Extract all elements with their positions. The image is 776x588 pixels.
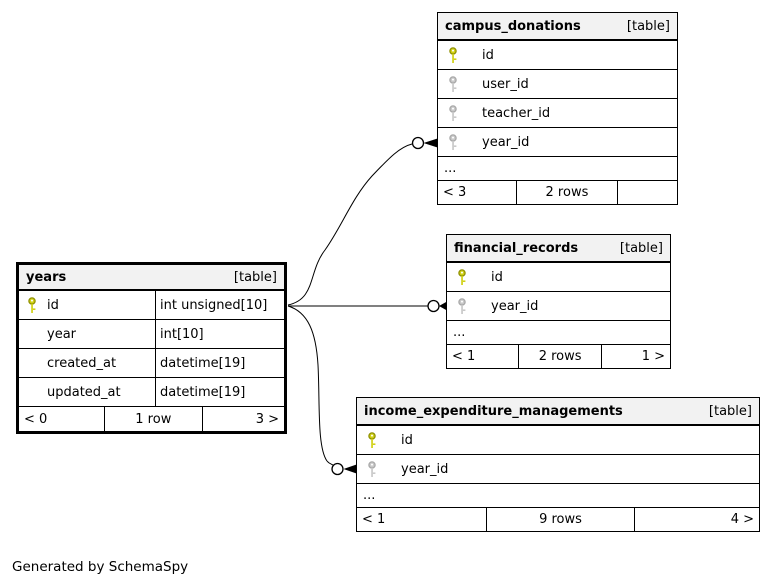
column-type: int unsigned[10] <box>155 291 284 319</box>
zero-or-one-circle <box>411 136 425 150</box>
table-name[interactable]: campus_donations <box>445 18 581 34</box>
column-row-created_at: created_at datetime[19] <box>19 349 284 378</box>
footer-parents-count: < 1 <box>452 349 476 364</box>
footer-children-count: 4 > <box>634 508 759 531</box>
table-income_expenditure_managements[interactable]: income_expenditure_managements [table] i… <box>356 397 760 532</box>
table-name[interactable]: financial_records <box>454 240 579 256</box>
footer-children-count <box>617 181 677 204</box>
foreign-key-icon <box>449 133 457 150</box>
column-name: user_id <box>482 76 529 92</box>
column-name: updated_at <box>47 384 121 400</box>
primary-key-icon <box>368 431 376 448</box>
footer-children-count: 1 > <box>600 345 670 368</box>
relationship-years-campus_donations <box>287 136 438 306</box>
column-name: id <box>491 269 503 285</box>
table-years[interactable]: years [table] id int unsigned[10] year i… <box>16 262 287 434</box>
relationship-years-financial_records <box>288 299 447 313</box>
table-campus_donations[interactable]: campus_donations [table] id user_id teac… <box>437 12 678 205</box>
table-footer: < 1 9 rows 4 > <box>357 508 759 531</box>
column-name: year_id <box>401 461 449 477</box>
column-type: int[10] <box>155 320 284 348</box>
relationship-years-income_expenditure_managements <box>287 305 357 476</box>
column-row-year_id: year_id <box>447 292 670 321</box>
column-name: id <box>47 297 59 313</box>
table-header: income_expenditure_managements [table] <box>357 398 759 426</box>
column-name: year_id <box>491 298 539 314</box>
column-name: year_id <box>482 134 530 150</box>
column-name: created_at <box>47 355 117 371</box>
table-header: years [table] <box>19 265 284 291</box>
table-name[interactable]: income_expenditure_managements <box>364 403 623 419</box>
hidden-columns-ellipsis: ... <box>447 321 670 345</box>
generator-note: Generated by SchemaSpy <box>12 559 189 575</box>
column-type: datetime[19] <box>155 349 284 377</box>
column-row-year_id: year_id <box>438 128 677 157</box>
column-row-id: id int unsigned[10] <box>19 291 284 320</box>
primary-key-icon <box>28 296 36 313</box>
column-row-user_id: user_id <box>438 70 677 99</box>
table-footer: < 1 2 rows 1 > <box>447 345 670 368</box>
footer-row-count: 1 row <box>103 407 202 431</box>
arrowhead <box>423 138 438 148</box>
footer-parents-count: < 0 <box>24 411 48 427</box>
hidden-columns-ellipsis: ... <box>357 484 759 508</box>
foreign-key-icon <box>449 75 457 92</box>
table-type-badge: [table] <box>626 18 670 34</box>
footer-row-count: 2 rows <box>515 181 618 204</box>
footer-parents-count: < 1 <box>362 512 386 527</box>
table-footer: < 3 2 rows <box>438 181 677 204</box>
footer-parents-count: < 3 <box>443 185 467 200</box>
column-row-id: id <box>438 41 677 70</box>
table-header: financial_records [table] <box>447 235 670 263</box>
table-footer: < 0 1 row 3 > <box>19 407 284 431</box>
primary-key-icon <box>458 268 466 285</box>
primary-key-icon <box>449 46 457 63</box>
table-type-badge: [table] <box>708 403 752 419</box>
arrowhead <box>343 464 357 474</box>
table-type-badge: [table] <box>619 240 663 256</box>
column-row-id: id <box>357 426 759 455</box>
table-type-badge: [table] <box>233 269 277 285</box>
column-name: year <box>47 326 77 342</box>
foreign-key-icon <box>449 104 457 121</box>
column-name: id <box>482 47 494 63</box>
arrowhead <box>439 301 447 311</box>
table-header: campus_donations [table] <box>438 13 677 41</box>
column-row-year: year int[10] <box>19 320 284 349</box>
column-type: datetime[19] <box>155 378 284 406</box>
column-name: id <box>401 432 413 448</box>
foreign-key-icon <box>368 460 376 477</box>
column-row-id: id <box>447 263 670 292</box>
column-row-year_id: year_id <box>357 455 759 484</box>
footer-row-count: 2 rows <box>518 345 601 368</box>
hidden-columns-ellipsis: ... <box>438 157 677 181</box>
column-row-updated_at: updated_at datetime[19] <box>19 378 284 407</box>
table-financial_records[interactable]: financial_records [table] id year_id ...… <box>446 234 671 369</box>
zero-or-one-circle <box>331 462 344 476</box>
column-row-teacher_id: teacher_id <box>438 99 677 128</box>
footer-row-count: 9 rows <box>485 508 635 531</box>
foreign-key-icon <box>458 297 466 314</box>
column-name: teacher_id <box>482 105 551 121</box>
table-name[interactable]: years <box>26 269 67 285</box>
zero-or-one-circle <box>427 299 440 313</box>
footer-children-count: 3 > <box>201 407 284 431</box>
